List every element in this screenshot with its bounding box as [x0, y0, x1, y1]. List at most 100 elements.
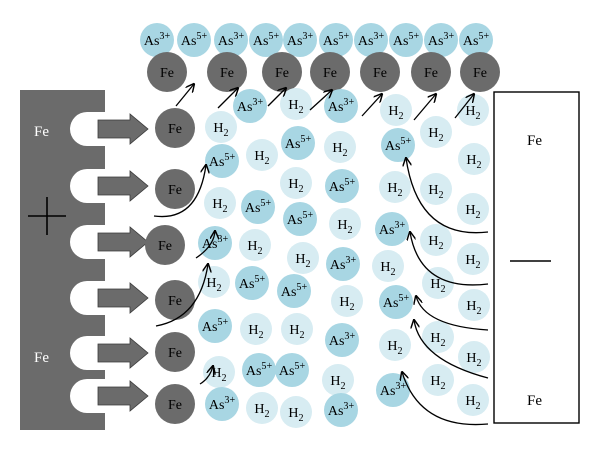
- hydrogen-ball: H2: [457, 193, 489, 225]
- svg-text:As5+: As5+: [383, 293, 410, 311]
- hydrogen-ball: H2: [379, 329, 411, 361]
- svg-text:H2: H2: [430, 331, 445, 349]
- svg-text:Fe: Fe: [220, 66, 234, 81]
- anode-arrow: [97, 226, 149, 258]
- svg-text:As5+: As5+: [385, 136, 412, 154]
- migration-arrow: [175, 84, 194, 107]
- arsenic-3-ball: As3+: [233, 89, 267, 123]
- arsenic-5-ball: As5+: [319, 23, 353, 57]
- migration-arrow: [416, 296, 489, 331]
- svg-text:H2: H2: [247, 239, 262, 257]
- svg-text:H2: H2: [289, 323, 304, 341]
- arsenic-5-ball: As5+: [281, 126, 315, 160]
- hydrogen-ball: H2: [458, 341, 490, 373]
- particles: As3+As5+As3+As5+As3+As5+As3+As5+As3+As5+…: [140, 23, 500, 428]
- anode-arrow: [97, 337, 149, 369]
- iron-ball: Fe: [155, 332, 195, 372]
- svg-text:H2: H2: [465, 203, 480, 221]
- anode-arrow: [97, 170, 149, 202]
- migration-arrow: [195, 231, 215, 259]
- hydrogen-ball: H2: [204, 187, 236, 219]
- hydrogen-ball: H2: [324, 131, 356, 163]
- svg-text:H2: H2: [288, 98, 303, 116]
- cathode-label-top: Fe: [527, 133, 542, 149]
- cathode-plate: Fe Fe: [493, 91, 580, 424]
- iron-ball: Fe: [155, 280, 195, 320]
- svg-text:Fe: Fe: [158, 239, 172, 254]
- hydrogen-ball: H2: [420, 173, 452, 205]
- svg-text:H2: H2: [254, 149, 269, 167]
- svg-text:As3+: As3+: [428, 31, 455, 49]
- migration-arrow: [153, 165, 206, 218]
- iron-ball: Fe: [262, 52, 302, 92]
- hydrogen-ball: H2: [457, 94, 489, 126]
- svg-text:As5+: As5+: [202, 317, 229, 335]
- svg-text:Fe: Fe: [473, 66, 487, 81]
- arsenic-3-ball: As3+: [324, 89, 358, 123]
- svg-text:Fe: Fe: [373, 66, 387, 81]
- svg-text:H2: H2: [248, 323, 263, 341]
- svg-text:As3+: As3+: [237, 97, 264, 115]
- arsenic-3-ball: As3+: [326, 247, 360, 281]
- arsenic-3-ball: As3+: [283, 23, 317, 57]
- svg-text:H2: H2: [337, 218, 352, 236]
- migration-arrow: [402, 372, 489, 426]
- svg-text:As5+: As5+: [323, 31, 350, 49]
- hydrogen-ball: H2: [422, 321, 454, 353]
- svg-text:H2: H2: [380, 260, 395, 278]
- cathode-electrode-box: [493, 91, 580, 424]
- hydrogen-ball: H2: [322, 364, 354, 396]
- svg-text:H2: H2: [428, 234, 443, 252]
- svg-text:As3+: As3+: [329, 331, 356, 349]
- hydrogen-ball: H2: [458, 289, 490, 321]
- svg-text:As3+: As3+: [379, 220, 406, 238]
- anode-label-top: Fe: [34, 124, 49, 140]
- svg-text:H2: H2: [332, 141, 347, 159]
- migration-arrow: [454, 94, 474, 119]
- svg-text:As5+: As5+: [239, 274, 266, 292]
- svg-text:As5+: As5+: [246, 361, 273, 379]
- arsenic-3-ball: As3+: [214, 23, 248, 57]
- arsenic-3-ball: As3+: [354, 23, 388, 57]
- migration-arrow: [199, 366, 213, 385]
- svg-text:H2: H2: [295, 252, 310, 270]
- arsenic-5-ball: As5+: [275, 353, 309, 387]
- arsenic-5-ball: As5+: [249, 23, 283, 57]
- svg-text:As5+: As5+: [253, 31, 280, 49]
- hydrogen-ball: H2: [203, 356, 235, 388]
- iron-ball: Fe: [207, 52, 247, 92]
- hydrogen-ball: H2: [287, 242, 319, 274]
- svg-text:As3+: As3+: [380, 381, 407, 399]
- svg-text:H2: H2: [212, 197, 227, 215]
- svg-text:As3+: As3+: [358, 31, 385, 49]
- iron-ball: Fe: [155, 108, 195, 148]
- hydrogen-ball: H2: [239, 229, 271, 261]
- svg-text:Fe: Fe: [168, 183, 182, 198]
- migration-arrow: [410, 232, 489, 286]
- svg-text:H2: H2: [213, 121, 228, 139]
- hydrogen-ball: H2: [280, 396, 312, 428]
- hydrogen-ball: H2: [422, 267, 454, 299]
- svg-text:H2: H2: [430, 374, 445, 392]
- hydrogen-ball: H2: [372, 250, 404, 282]
- migration-arrows: [153, 84, 489, 426]
- hydrogen-ball: H2: [420, 116, 452, 148]
- svg-text:H2: H2: [465, 104, 480, 122]
- arsenic-3-ball: As3+: [325, 323, 359, 357]
- svg-text:As5+: As5+: [329, 177, 356, 195]
- anode-arrow: [97, 113, 149, 145]
- migration-arrow: [361, 94, 382, 117]
- svg-text:H2: H2: [466, 153, 481, 171]
- iron-ball: Fe: [147, 52, 187, 92]
- migration-arrow: [267, 88, 286, 107]
- iron-ball: Fe: [155, 384, 195, 424]
- svg-text:Fe: Fe: [168, 294, 182, 309]
- hydrogen-ball: H2: [379, 171, 411, 203]
- migration-arrow: [414, 320, 489, 379]
- arsenic-5-ball: As5+: [459, 23, 493, 57]
- hydrogen-ball: H2: [331, 285, 363, 317]
- arsenic-3-ball: As3+: [205, 387, 239, 421]
- svg-text:As5+: As5+: [209, 152, 236, 170]
- hydrogen-ball: H2: [281, 313, 313, 345]
